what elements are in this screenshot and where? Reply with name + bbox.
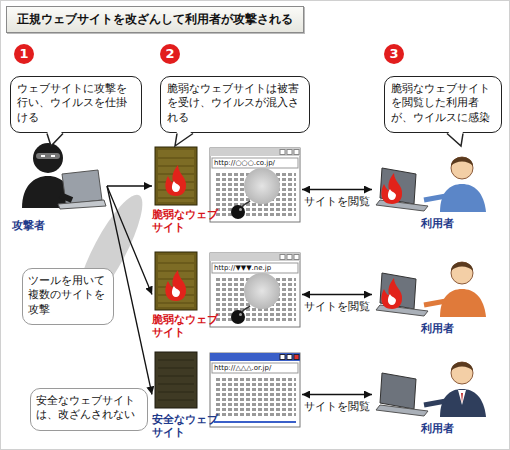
illustration-part [231,201,250,219]
node-text: 脆弱なウェブサイトは被害を受け、ウイルスが混入される [167,82,303,125]
user-illustration [376,157,486,212]
illustration-part [381,278,402,309]
speech-bubble: ウェブサイトに攻撃を行い、ウイルスを仕掛ける [10,76,142,133]
illustration-part [451,262,473,284]
bubble-tail [11,132,143,152]
user-illustration [376,262,486,317]
node-text: 脆弱なウェブサイト [152,313,220,339]
illustration-part [440,289,486,317]
illustration-part [41,155,45,157]
connector-arrow [302,394,372,395]
bubble-tail-outline [47,134,63,147]
website-box: 脆弱なウェブサイト [152,145,302,234]
illustration-part [33,143,63,173]
node-text: ウェブサイトに攻撃を行い、ウイルスを仕掛ける [17,82,135,125]
callout-number: 3 [384,44,404,64]
bubble-tail [161,132,311,152]
node-text: 攻撃者 [12,219,45,232]
illustration-part [461,393,463,403]
user-figure: 利用者 [372,250,502,335]
illustration-part [440,389,486,417]
illustration-part [440,184,486,212]
node-text: 利用者 [421,322,454,335]
bubble-tail-outline [175,134,193,147]
illustration-part [451,157,473,179]
illustration-part [458,390,466,405]
node-text: 脆弱なウェブサイトを閲覧した利用者が、ウイルスに感染 [391,82,495,125]
illustration-part [244,168,280,204]
node-text: 利用者 [421,422,454,435]
attacker-figure: 攻撃者 [12,140,107,232]
illustration-part [376,273,428,316]
illustration-part [231,306,250,324]
speech-bubble: 脆弱なウェブサイトは被害を受け、ウイルスが混入される [160,76,310,133]
bubble-tail [385,132,503,152]
node-text: ツールを用いて複数のサイトを攻撃 [28,274,108,317]
edge-label: サイトを閲覧 [303,195,371,208]
illustration-part [158,360,194,400]
illustration-part [36,153,60,159]
edge-label: サイトを閲覧 [303,400,371,413]
illustration-part [155,352,197,408]
node-text: 安全なウェブサイト [152,413,220,439]
illustration-part [244,273,280,309]
note-callout: ツールを用いて複数のサイトを攻撃 [22,268,114,325]
illustration-part [424,301,446,305]
website-box: 脆弱なウェブサイト [152,250,302,339]
illustration-part [210,253,300,327]
illustration-part [60,195,72,200]
callout-number: 1 [14,44,34,64]
illustration-part [58,200,106,209]
illustration-part [210,148,300,222]
illustration-part [51,155,55,157]
bubble-tail-outline [447,134,463,147]
bubble-tail-fill [47,131,63,147]
node-text: 利用者 [421,217,454,230]
url-text: http://▼▼▼.ne.jp [214,263,298,273]
connector-arrow [107,185,152,186]
illustration-part [376,373,428,416]
bubble-tail-fill [447,131,463,147]
node-text: 安全なウェブサイトは、改ざんされない [36,394,142,423]
note-callout: 安全なウェブサイトは、改ざんされない [30,388,148,431]
connector-arrow [302,294,372,295]
connector-arrow [302,189,372,190]
title: 正規ウェブサイトを改ざんして利用者が攻撃される [6,6,304,33]
attacker-illustration [22,143,106,209]
illustration-part [376,168,428,211]
edge-label: サイトを閲覧 [303,300,371,313]
illustration-part [424,401,446,405]
illustration-part [165,270,186,301]
user-figure: 利用者 [372,145,502,230]
callout-number: 2 [160,44,180,64]
illustration-part [451,362,473,384]
speech-bubble: 脆弱なウェブサイトを閲覧した利用者が、ウイルスに感染 [384,76,502,133]
illustration-part [381,173,402,204]
url-text: http://○○○.co.jp/ [214,158,298,168]
illustration-part [155,252,197,310]
illustration-part [165,165,186,196]
website-box: 安全なウェブサイト [152,350,302,439]
user-illustration [376,362,486,417]
illustration-part [155,147,197,205]
illustration-part [210,353,300,427]
illustration-part [424,196,446,200]
user-figure: 利用者 [372,350,502,435]
url-text: http://△△△.or.jp/ [214,363,298,373]
node-text: 脆弱なウェブサイト [152,208,220,234]
bubble-tail-fill [175,131,193,147]
